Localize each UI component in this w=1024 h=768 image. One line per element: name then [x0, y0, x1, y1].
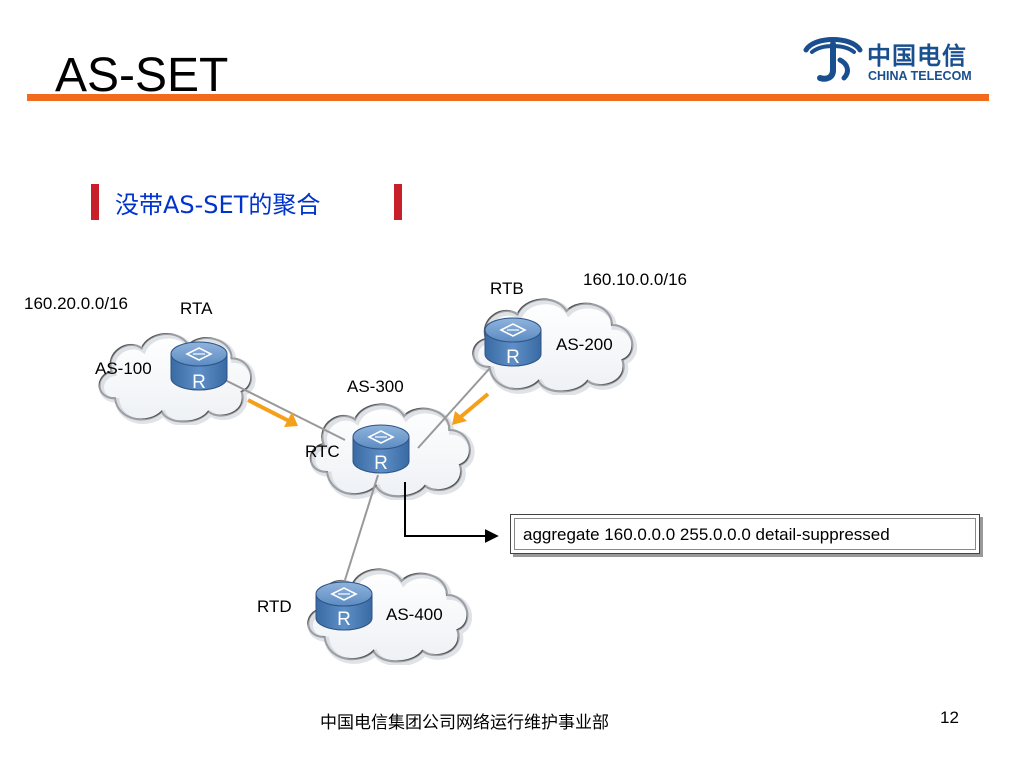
rta-name-label: RTA — [180, 299, 213, 318]
logo-name-cn: 中国电信 — [867, 42, 967, 70]
router-rta-glyph: R — [192, 372, 206, 393]
china-telecom-logo: 中国电信 CHINA TELECOM — [800, 30, 990, 86]
rtb-name-label: RTB — [490, 279, 524, 298]
link-rtc-rtd — [344, 474, 379, 581]
rtb-prefix-label: 160.10.0.0/16 — [583, 270, 687, 289]
subtitle-bracket-left — [91, 184, 99, 220]
slide-subtitle: 没带AS-SET的聚合 — [115, 191, 321, 219]
rtc-name-label: RTC — [305, 442, 340, 461]
rtd-as-label: AS-400 — [386, 605, 443, 624]
rta-as-label: AS-100 — [95, 359, 152, 378]
logo-name-en: CHINA TELECOM — [868, 69, 972, 83]
route-arrow-from-rtb — [455, 392, 490, 422]
router-rtb-glyph: R — [506, 347, 520, 368]
route-arrow-from-rta-head — [284, 412, 298, 427]
rtd-name-label: RTD — [257, 597, 292, 616]
rta-prefix-label: 160.20.0.0/16 — [24, 294, 128, 313]
link-rtb-rtc — [417, 367, 491, 449]
slide-title: AS-SET — [55, 49, 229, 102]
command-pointer-arrow — [404, 482, 499, 543]
title-rule — [27, 94, 989, 101]
aggregate-command-text: aggregate 160.0.0.0 255.0.0.0 detail-sup… — [514, 518, 976, 550]
subtitle-bracket-right — [394, 184, 402, 220]
slide-footer: 中国电信集团公司网络运行维护事业部 — [320, 713, 609, 733]
route-arrow-from-rta — [247, 398, 294, 425]
rtb-as-label: AS-200 — [556, 335, 613, 354]
route-arrow-from-rtb-head — [452, 411, 467, 425]
china-telecom-logo-icon — [803, 37, 863, 82]
page-number: 12 — [940, 708, 959, 727]
link-rta-rtc — [224, 379, 346, 441]
router-rtd-glyph: R — [337, 609, 351, 630]
aggregate-command-box: aggregate 160.0.0.0 255.0.0.0 detail-sup… — [510, 514, 980, 554]
rtc-as-label: AS-300 — [347, 377, 404, 396]
router-rtc-glyph: R — [374, 453, 388, 474]
